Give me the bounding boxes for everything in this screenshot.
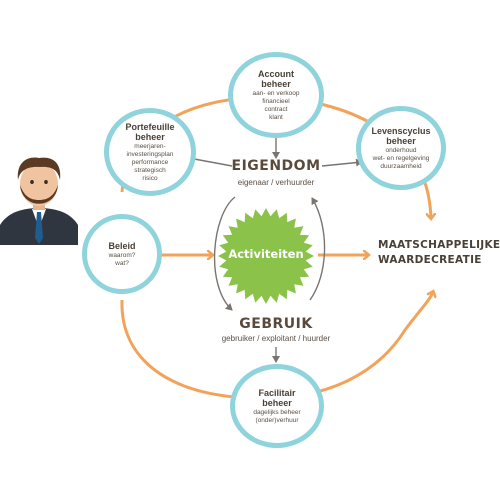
levenscyclus-beheer-node: Levenscyclus beheer onderhoud wet- en re… bbox=[356, 106, 446, 190]
gebruik-title: GEBRUIK bbox=[239, 316, 313, 332]
levenscyclus-line-3: duurzaamheid bbox=[380, 162, 422, 170]
beleid-node: Beleid waarom? wat? bbox=[82, 214, 162, 294]
account-beheer-title: Account bbox=[258, 68, 294, 79]
account-line-2: financieel bbox=[262, 97, 290, 105]
eigendom-subtitle: eigenaar / verhuurder bbox=[237, 178, 315, 187]
left-loop-arrow bbox=[213, 196, 236, 311]
outcome-line-1: MAATSCHAPPELIJKE bbox=[378, 239, 500, 251]
maatschappelijke-waardecreatie-label: MAATSCHAPPELIJKE WAARDECREATIE bbox=[378, 238, 500, 268]
levenscyclus-beheer-title: Levenscyclus bbox=[371, 125, 431, 136]
facilitair-beheer-title-2: beheer bbox=[262, 397, 292, 408]
outcome-line-2: WAARDECREATIE bbox=[378, 254, 482, 266]
facilitair-beheer-node: Facilitair beheer dagelijks beheer (onde… bbox=[230, 364, 324, 448]
account-line-4: klant bbox=[269, 113, 283, 121]
levenscyclus-beheer-title-2: beheer bbox=[386, 135, 416, 146]
portefeuille-line-4: strategisch bbox=[134, 166, 166, 174]
beleid-line-2: wat? bbox=[115, 259, 129, 267]
beleid-title: Beleid bbox=[108, 240, 136, 251]
facilitair-line-2: (onder)verhuur bbox=[255, 416, 299, 424]
portefeuille-line-3: performance bbox=[131, 158, 169, 166]
portefeuille-beheer-node: Portefeuille beheer meerjaren- investeri… bbox=[104, 108, 196, 196]
activiteiten-label: Activiteiten bbox=[228, 247, 303, 261]
eigendom-to-levenscyclus-arrow bbox=[321, 158, 363, 167]
facilitair-beheer-title: Facilitair bbox=[258, 387, 296, 398]
beleid-line-1: waarom? bbox=[108, 251, 136, 259]
eigendom-title: EIGENDOM bbox=[231, 158, 321, 174]
levenscyclus-line-1: onderhoud bbox=[385, 146, 417, 154]
account-line-3: contract bbox=[264, 105, 288, 113]
right-loop-arrow bbox=[309, 197, 326, 301]
portefeuille-beheer-title: Portefeuille bbox=[125, 121, 175, 132]
green-starburst-icon bbox=[218, 208, 314, 304]
gebruik-subtitle: gebruiker / exploitant / huurder bbox=[221, 334, 331, 343]
businessman-avatar-icon bbox=[0, 157, 78, 245]
account-beheer-node: Account beheer aan- en verkoop financiee… bbox=[228, 52, 324, 138]
portefeuille-line-1: meerjaren- bbox=[134, 142, 166, 150]
portefeuille-line-2: investeringsplan bbox=[126, 150, 174, 158]
account-beheer-title-2: beheer bbox=[261, 78, 291, 89]
account-line-1: aan- en verkoop bbox=[252, 89, 300, 97]
portefeuille-beheer-title-2: beheer bbox=[135, 131, 165, 142]
levenscyclus-line-2: wet- en regelgeving bbox=[372, 154, 430, 162]
portefeuille-line-5: risico bbox=[142, 174, 158, 182]
facilitair-line-1: dagelijks beheer bbox=[253, 408, 301, 416]
